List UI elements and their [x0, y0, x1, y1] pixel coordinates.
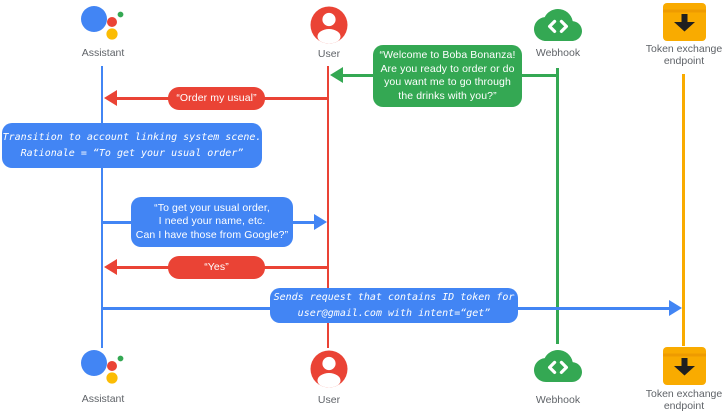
transition-line-1: Transition to account linking system sce… — [2, 132, 262, 143]
yes-message-bubble: “Yes” — [168, 256, 265, 279]
token-endpoint-lifeline — [682, 74, 685, 346]
webhook-cloud-icon — [530, 345, 586, 392]
token-endpoint-label-bottom: Token exchange endpoint — [632, 388, 725, 412]
webhook-lifeline — [556, 68, 559, 344]
token-label-line-1: Token exchange — [645, 388, 723, 400]
google-assistant-icon — [81, 349, 127, 390]
token-endpoint-icon — [663, 347, 706, 390]
google-assistant-icon — [81, 5, 127, 46]
order-arrowhead-left-icon — [104, 90, 117, 106]
order-message-bubble: “Order my usual” — [168, 87, 265, 110]
assistant-label-bottom: Assistant — [81, 393, 125, 405]
webhook-label-top: Webhook — [535, 47, 581, 59]
welcome-line-1: “Welcome to Boba Bonanza! — [379, 49, 516, 61]
user-icon — [310, 350, 348, 393]
sends-request-arrowhead-right-icon — [669, 300, 682, 316]
ask-arrowhead-right-icon — [314, 214, 327, 230]
webhook-cloud-icon — [530, 4, 586, 51]
order-text: “Order my usual” — [176, 91, 257, 104]
sends-line-1: Sends request that contains ID token for — [273, 292, 515, 303]
yes-text: “Yes” — [204, 260, 229, 273]
token-endpoint-label-top: Token exchange endpoint — [632, 43, 725, 67]
ask-line-2: I need your name, etc. — [158, 215, 266, 228]
user-label-top: User — [317, 48, 341, 60]
token-endpoint-icon — [663, 3, 706, 46]
assistant-lifeline — [100, 66, 103, 348]
welcome-message-bubble: “Welcome to Boba Bonanza! Are you ready … — [373, 45, 522, 107]
token-label-line-2: endpoint — [663, 55, 705, 67]
assistant-label-top: Assistant — [81, 47, 125, 59]
ask-line-1: “To get your usual order, — [154, 201, 270, 214]
ask-line-3: Can I have those from Google?” — [135, 228, 289, 241]
transition-line-2: Rationale = “To get your usual order” — [20, 147, 244, 159]
welcome-line-4: the drinks with you?” — [398, 89, 497, 102]
welcome-arrowhead-left-icon — [330, 67, 343, 83]
welcome-line-3: you want me to go through — [384, 76, 511, 88]
user-lifeline — [326, 66, 329, 348]
token-label-line-2: endpoint — [663, 400, 705, 412]
user-label-bottom: User — [317, 394, 341, 406]
transition-note-bubble: Transition to account linking system sce… — [2, 123, 262, 168]
webhook-label-bottom: Webhook — [535, 394, 581, 406]
yes-arrowhead-left-icon — [104, 259, 117, 275]
sends-request-bubble: Sends request that contains ID token for… — [270, 288, 518, 323]
welcome-line-2: Are you ready to order or do — [380, 62, 515, 75]
ask-message-bubble: “To get your usual order, I need your na… — [131, 197, 293, 247]
user-icon — [310, 6, 348, 49]
sends-line-2: user@gmail.com with intent=“get” — [297, 307, 491, 319]
token-label-line-1: Token exchange — [645, 43, 723, 55]
